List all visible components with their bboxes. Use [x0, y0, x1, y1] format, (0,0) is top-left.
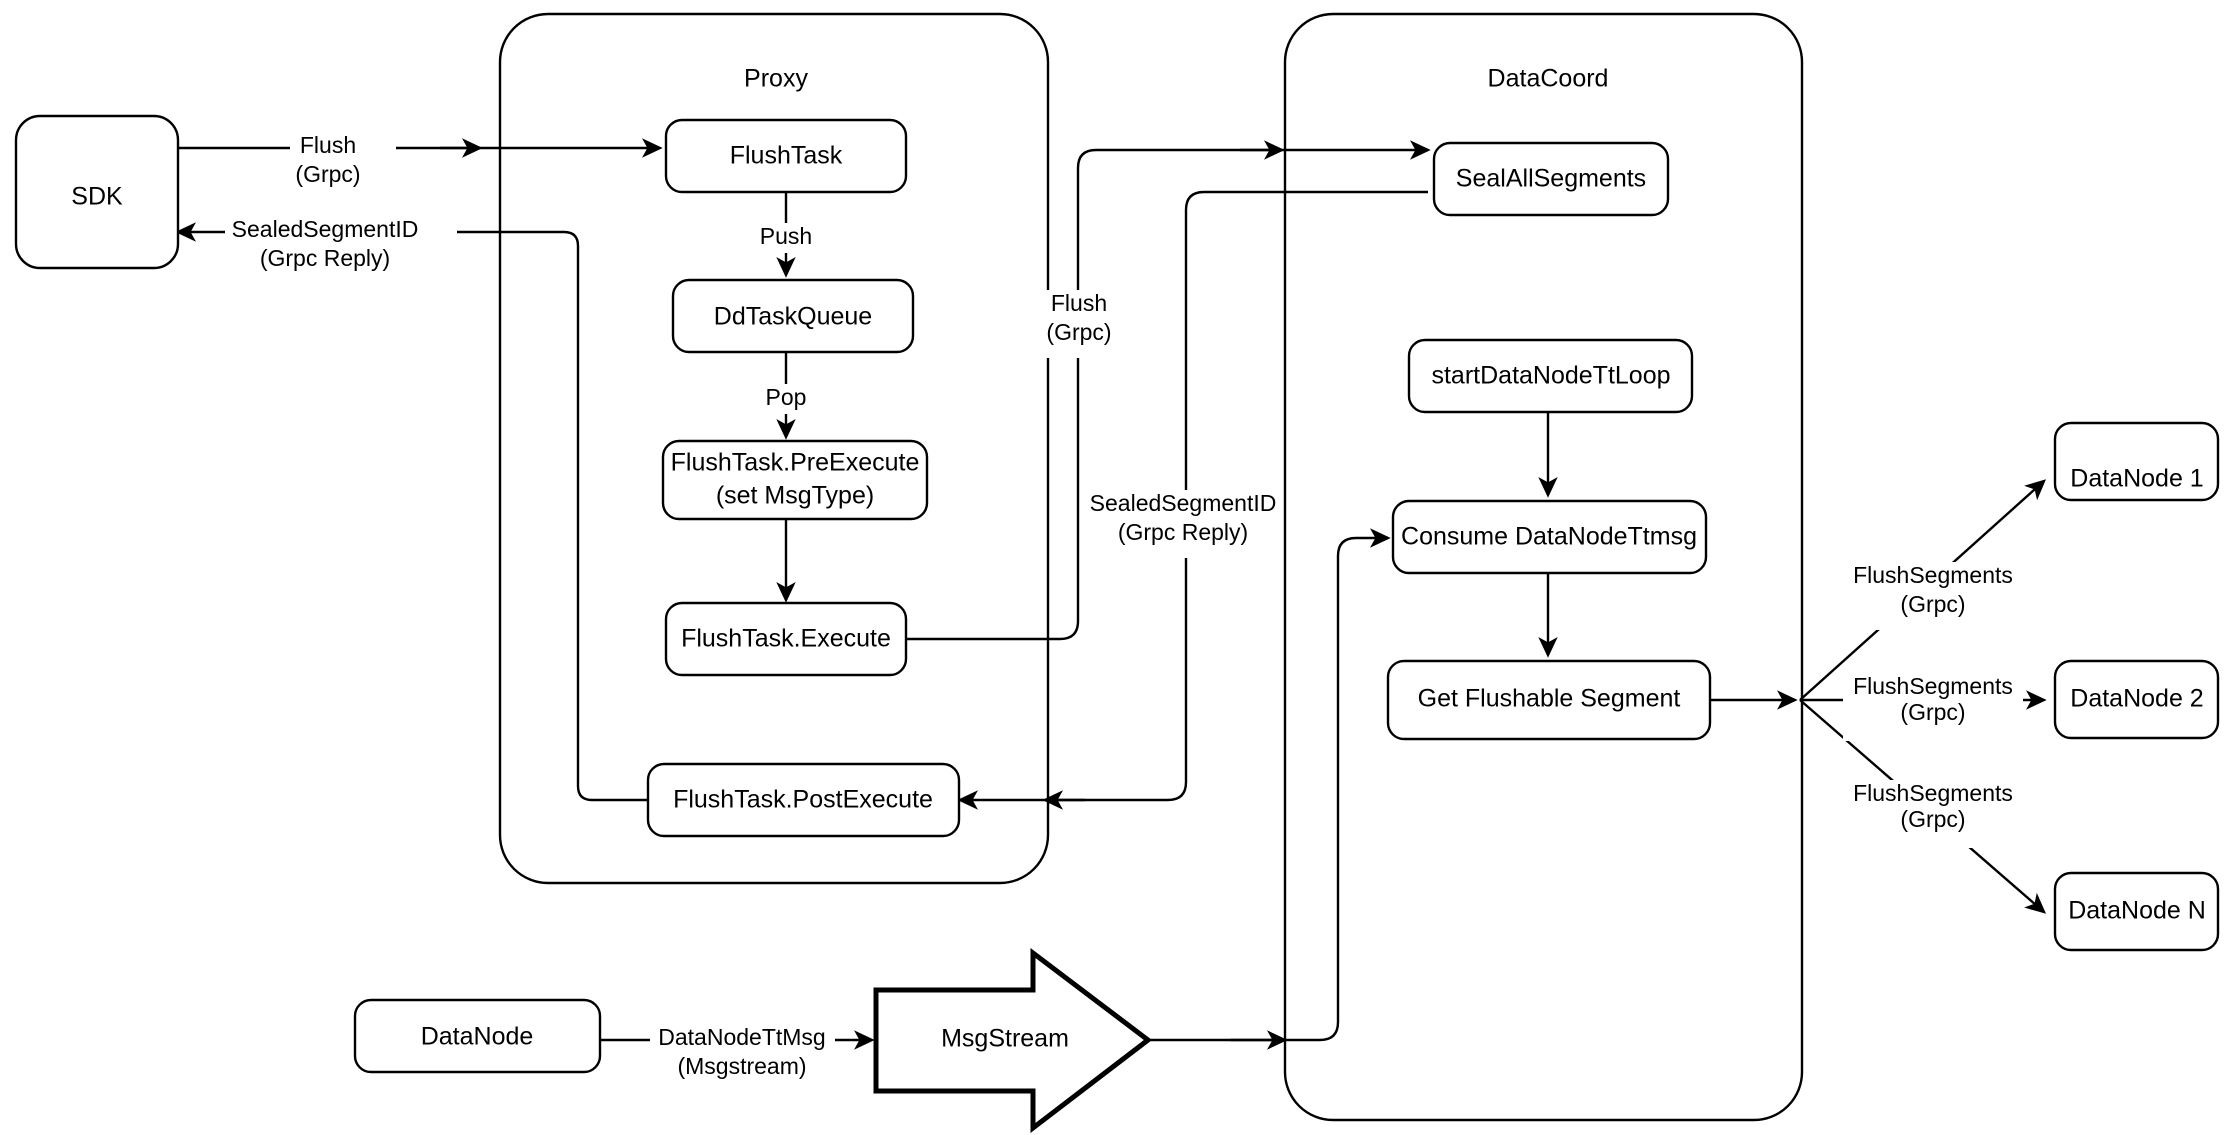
flush-segments-1-label-line1: FlushSegments [1853, 562, 2013, 588]
flush-segments-n-label-line2: (Grpc) [1900, 806, 1965, 832]
node-sdk[interactable]: SDK [14, 114, 180, 270]
pop-label: Pop [766, 384, 807, 410]
node-consume-datanode-ttmsg[interactable]: Consume DataNodeTtmsg [1391, 499, 1708, 575]
node-msgstream[interactable]: MsgStream [873, 947, 1153, 1134]
pop-label-bg [752, 384, 820, 414]
datacoord-container-label: DataCoord [1488, 65, 1609, 93]
sealed-reply-label-line2: (Grpc Reply) [260, 245, 390, 271]
edge-postexecute-to-sdk [175, 222, 649, 802]
edge-label-proxy-to-sdk: SealedSegmentID (Grpc Reply) [225, 216, 457, 271]
sdk-box[interactable] [14, 114, 180, 270]
sdk-label: SDK [71, 183, 123, 211]
flushtask-preexecute-label-line1: FlushTask.PreExecute [671, 449, 920, 477]
start-datanode-tt-loop-box[interactable] [1407, 338, 1694, 414]
proxy-to-coord-label-line1: Flush [1051, 290, 1107, 316]
consume-datanode-ttmsg-label: Consume DataNodeTtmsg [1401, 523, 1697, 551]
edge-label-sdk-to-proxy: Flush (Grpc) [290, 132, 396, 187]
edge-label-proxy-to-coord: Flush (Grpc) [1036, 290, 1122, 358]
ddtaskqueue-box[interactable] [671, 278, 915, 354]
edge-label-push: Push [749, 223, 824, 253]
sealallsegments-box[interactable] [1432, 141, 1670, 217]
datanode-1-box[interactable] [2053, 421, 2220, 502]
proxy-container-label: Proxy [744, 65, 808, 93]
sealed-reply-label-bg-2 [1092, 490, 1278, 558]
flush-segments-n-label-line1: FlushSegments [1853, 780, 2013, 806]
datanode-2-label: DataNode 2 [2070, 685, 2203, 713]
node-datanode-n[interactable]: DataNode N [2053, 871, 2220, 952]
node-ddtaskqueue[interactable]: DdTaskQueue [671, 278, 915, 354]
edge-label-datanode-ttmsg: DataNodeTtMsg (Msgstream) [650, 1024, 835, 1079]
node-flushtask[interactable]: FlushTask [664, 118, 908, 194]
edge-execute-to-sealallsegments [907, 140, 1431, 641]
flush-segments-2-label-line2: (Grpc) [1900, 699, 1965, 725]
datanode-ttmsg-label-line2: (Msgstream) [677, 1053, 806, 1079]
flushtask-postexecute-label: FlushTask.PostExecute [673, 786, 933, 814]
coord-to-proxy-label-line2: (Grpc Reply) [1118, 519, 1248, 545]
get-flushable-segment-label: Get Flushable Segment [1418, 685, 1681, 713]
proxy-to-coord-label-line2: (Grpc) [1046, 319, 1111, 345]
msgstream-arrow-shape[interactable] [873, 947, 1153, 1134]
node-datanode-1[interactable]: DataNode 1 [2053, 421, 2220, 502]
node-flushtask-postexecute[interactable]: FlushTask.PostExecute [646, 762, 961, 838]
ddtaskqueue-label: DdTaskQueue [714, 303, 872, 331]
datanode-ttmsg-label-line1: DataNodeTtMsg [658, 1024, 825, 1050]
get-flushable-segment-box[interactable] [1386, 659, 1712, 741]
node-flushtask-preexecute[interactable]: FlushTask.PreExecute (set MsgType) [661, 439, 929, 521]
datanode-source-box[interactable] [353, 998, 602, 1074]
datanode-1-label: DataNode 1 [2070, 465, 2203, 493]
sealed-reply-label-bg-1 [225, 217, 457, 247]
node-start-datanode-tt-loop[interactable]: startDataNodeTtLoop [1407, 338, 1694, 414]
node-get-flushable-segment[interactable]: Get Flushable Segment [1386, 659, 1712, 741]
node-flushtask-execute[interactable]: FlushTask.Execute [664, 601, 908, 677]
start-datanode-tt-loop-label: startDataNodeTtLoop [1431, 362, 1670, 390]
sealed-reply-label-line1: SealedSegmentID [232, 216, 419, 242]
flush-segments-1-label-line2: (Grpc) [1900, 591, 1965, 617]
edge-label-flush-segments-n: FlushSegments (Grpc) [1843, 780, 2023, 848]
flushtask-preexecute-label-line2: (set MsgType) [716, 482, 874, 510]
node-sealallsegments[interactable]: SealAllSegments [1432, 141, 1670, 217]
flush-grpc-label-bg-1 [290, 133, 396, 163]
edge-label-pop: Pop [752, 384, 820, 414]
flushtask-postexecute-box[interactable] [646, 762, 961, 838]
node-datanode-2[interactable]: DataNode 2 [2053, 659, 2220, 740]
push-label: Push [760, 223, 812, 249]
push-label-bg [749, 223, 824, 253]
flushtask-box[interactable] [664, 118, 908, 194]
edge-label-flush-segments-1: FlushSegments (Grpc) [1843, 562, 2023, 630]
datanode-ttmsg-label-bg [650, 1025, 835, 1055]
msgstream-label: MsgStream [941, 1025, 1069, 1053]
flush-segments-1-label-bg [1843, 562, 2023, 630]
flushtask-preexecute-box[interactable] [661, 439, 929, 521]
datanode-n-box[interactable] [2053, 871, 2220, 952]
flush-segments-2-label-bg [1843, 673, 2023, 741]
edge-label-coord-to-proxy: SealedSegmentID (Grpc Reply) [1090, 490, 1278, 558]
flushtask-label: FlushTask [730, 142, 843, 170]
flush-segments-2-label-line1: FlushSegments [1853, 673, 2013, 699]
datanode-n-label: DataNode N [2068, 897, 2206, 925]
flush-grpc-label-bg-2 [1036, 290, 1122, 358]
flushtask-execute-box[interactable] [664, 601, 908, 677]
node-datanode-source[interactable]: DataNode [353, 998, 602, 1074]
datanode-source-label: DataNode [421, 1023, 534, 1051]
flush-segments-n-label-bg [1843, 780, 2023, 848]
consume-datanode-ttmsg-box[interactable] [1391, 499, 1708, 575]
coord-to-proxy-label-line1: SealedSegmentID [1090, 490, 1277, 516]
flush-grpc-label-line1: Flush [300, 132, 356, 158]
flushtask-execute-label: FlushTask.Execute [681, 625, 891, 653]
datanode-2-box[interactable] [2053, 659, 2220, 740]
sealallsegments-label: SealAllSegments [1456, 165, 1646, 193]
flush-grpc-label-line2: (Grpc) [295, 161, 360, 187]
edge-label-flush-segments-2: FlushSegments (Grpc) [1843, 673, 2023, 741]
edge-msgstream-to-consume [1148, 528, 1391, 1042]
